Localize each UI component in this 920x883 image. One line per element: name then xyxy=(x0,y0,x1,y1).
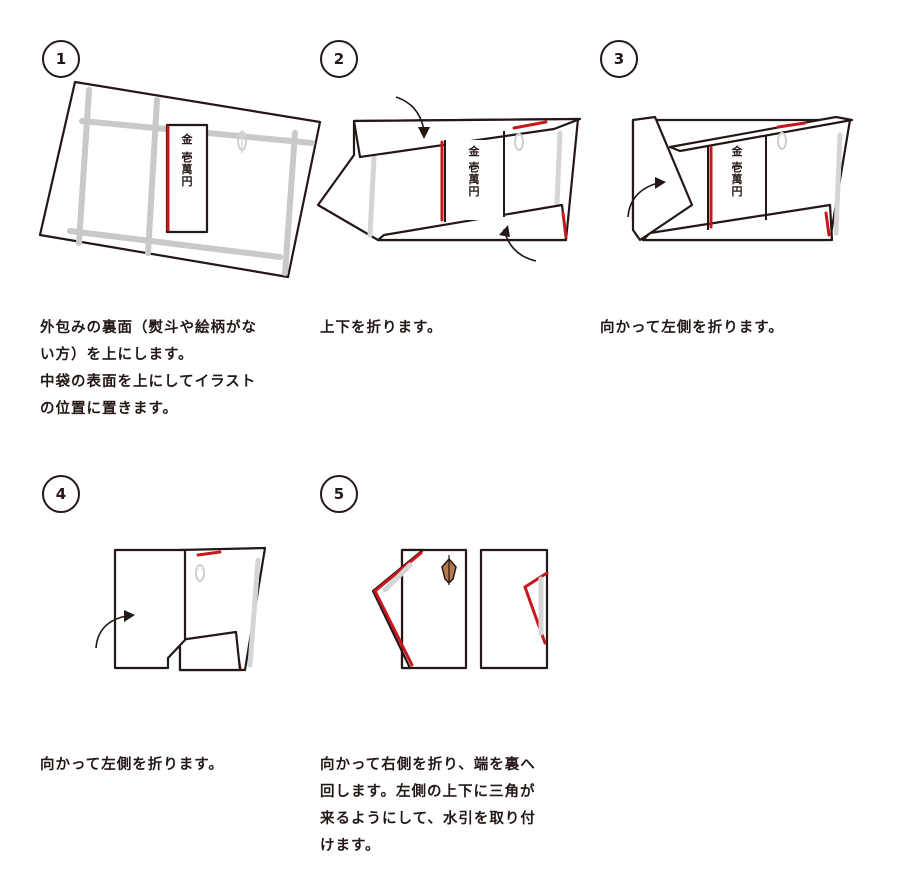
svg-text:萬: 萬 xyxy=(182,162,193,176)
mizuhiki-knot-icon xyxy=(195,564,205,582)
step-2-caption: 上下を折ります。 xyxy=(320,320,443,336)
inner-envelope xyxy=(165,123,209,234)
step-2-number: 2 xyxy=(320,40,358,78)
left-flap xyxy=(631,115,694,242)
step-4-caption: 向かって左側を折ります。 xyxy=(40,757,224,773)
left-panel xyxy=(113,548,187,670)
fold-down-arrow xyxy=(395,96,425,132)
step-4-number: 4 xyxy=(42,475,80,513)
svg-text:円: 円 xyxy=(182,175,193,188)
step-1-caption: 外包みの裏面（熨斗や絵柄がな い方）を上にします。 中袋の表面を上にしてイラスト… xyxy=(40,320,257,417)
step-3-caption: 向かって左側を折ります。 xyxy=(600,320,784,336)
svg-text:壱: 壱 xyxy=(469,160,480,174)
svg-text:萬: 萬 xyxy=(732,172,743,186)
svg-text:金: 金 xyxy=(731,144,744,158)
mizuhiki-knot-icon xyxy=(237,130,247,153)
step-1-illustration: 金 壱 萬 円 xyxy=(38,80,322,279)
step-5-caption: 向かって右側を折り、端を裏へ 回します。左側の上下に三角が 来るようにして、水引… xyxy=(320,757,536,854)
step-3-illustration: 金 壱 萬 円 xyxy=(627,115,854,242)
mizuhiki-knot-icon xyxy=(514,133,524,151)
finished-envelope-front xyxy=(479,548,549,670)
step-1-number: 1 xyxy=(42,40,80,78)
mizuhiki-ornament-icon xyxy=(441,555,457,585)
fold-right-arrow xyxy=(95,615,127,649)
step-5-illustration xyxy=(371,548,549,670)
step-2-illustration: 金 壱 萬 円 xyxy=(316,96,582,262)
svg-text:金: 金 xyxy=(468,144,481,158)
mizuhiki-knot-icon xyxy=(777,132,787,150)
step-4-illustration xyxy=(95,546,267,672)
svg-text:壱: 壱 xyxy=(182,150,193,164)
svg-text:円: 円 xyxy=(732,185,743,198)
step-5-number: 5 xyxy=(320,475,358,513)
svg-text:壱: 壱 xyxy=(732,160,743,174)
fold-right-arrow xyxy=(627,182,659,218)
step-3-number: 3 xyxy=(600,40,638,78)
svg-text:萬: 萬 xyxy=(469,172,480,186)
svg-text:円: 円 xyxy=(469,185,480,198)
svg-text:金: 金 xyxy=(181,132,194,146)
